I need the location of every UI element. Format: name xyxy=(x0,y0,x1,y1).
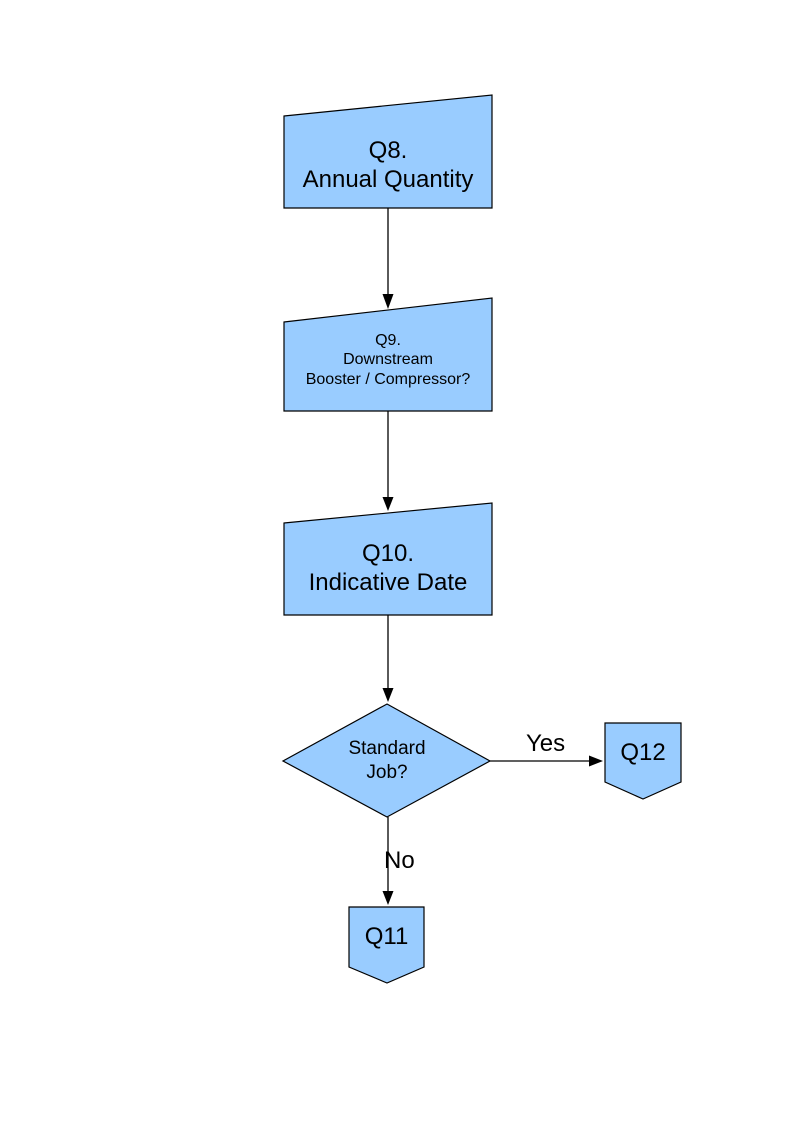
decision-node-label: Standard Job? xyxy=(298,704,476,817)
q9-label-line2: Downstream xyxy=(343,351,433,369)
q12-label-line1: Q12 xyxy=(620,738,666,766)
arrowhead-decision-q12 xyxy=(589,755,603,767)
arrowhead-q10-decision xyxy=(382,688,394,702)
yes-edge-label: Yes xyxy=(526,730,566,757)
q11-node-shape xyxy=(348,906,425,984)
q10-node-label: Q10. Indicative Date xyxy=(284,515,492,623)
q11-label-line1: Q11 xyxy=(364,922,409,950)
q8-node-label: Q8. Annual Quantity xyxy=(284,110,492,222)
q8-label-line1: Q8. xyxy=(368,137,408,165)
decision-label-line1: Standard xyxy=(348,737,426,759)
q12-node-label: Q12 xyxy=(605,722,681,784)
q10-node-shape xyxy=(283,502,493,616)
arrowhead-q8-q9 xyxy=(382,294,394,309)
arrowhead-decision-q11 xyxy=(382,891,394,905)
q9-label-line3: Booster / Compressor? xyxy=(305,370,471,388)
decision-label-line2: Job? xyxy=(366,761,408,783)
no-edge-label: No xyxy=(384,847,415,874)
q10-label-line1: Q10. xyxy=(361,540,415,568)
decision-node-shape xyxy=(281,703,492,818)
q10-label-line2: Indicative Date xyxy=(308,569,468,596)
q11-node-label: Q11 xyxy=(349,906,424,968)
q9-node-label: Q9. Downstream Booster / Compressor? xyxy=(284,310,492,410)
arrowhead-q9-q10 xyxy=(382,497,394,511)
q9-node-shape xyxy=(283,297,493,412)
q8-label-line2: Annual Quantity xyxy=(302,166,474,193)
q9-label-line1: Q9. xyxy=(375,331,401,349)
q8-node-shape xyxy=(283,94,493,209)
q12-node-shape xyxy=(604,722,682,800)
